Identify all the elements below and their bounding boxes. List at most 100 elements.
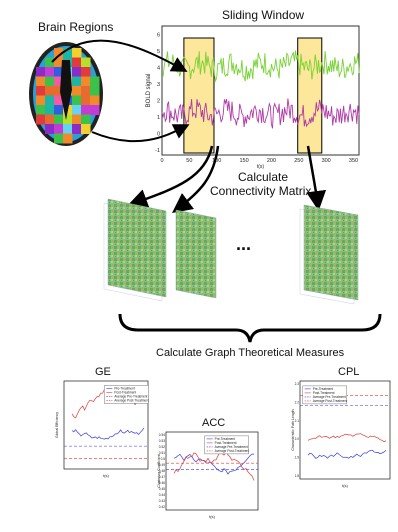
brain-region-patch — [81, 76, 91, 87]
panel-ytick: 0.51 — [159, 451, 165, 455]
legend-entry: Pre-Treatment — [215, 437, 236, 441]
bold-xtick: 300 — [322, 158, 331, 164]
brain-region-patch — [36, 86, 46, 96]
brain-region-patch — [54, 114, 64, 125]
brain-region-patch — [72, 67, 82, 77]
connectivity-matrix-2 — [175, 209, 217, 299]
bold-ytick: 6 — [157, 32, 160, 38]
brain-region-patch — [54, 95, 64, 106]
legend-box — [302, 385, 347, 405]
cpl-title: CPL — [338, 366, 360, 378]
panel-ytick: 0.52 — [159, 445, 165, 449]
brain-region-patch — [81, 124, 91, 134]
brain-region-patch — [72, 95, 82, 106]
panel-ytick: 2.0 — [295, 437, 300, 441]
legend-entry: Average Pre-Treatment — [114, 394, 147, 398]
brain-region-patch — [54, 48, 64, 58]
sliding-window-label: Sliding Window — [222, 8, 305, 22]
legend-entry: Pre-Treatment — [313, 387, 334, 391]
brain-region-patch — [72, 105, 82, 115]
brain-to-signal-arrow-bottom — [91, 124, 190, 143]
brain-region-patch — [63, 133, 73, 144]
connectivity-matrix-1 — [103, 198, 167, 302]
brain-region-patch — [36, 95, 46, 106]
panel-xlabel: t(s) — [209, 514, 215, 519]
brain-region-patch — [54, 76, 64, 87]
legend-entry: Post-Treatment — [114, 390, 136, 394]
measure-series-line — [71, 427, 145, 440]
brain-region-patch — [72, 57, 82, 68]
brain-region-patch — [54, 133, 64, 144]
brain-region-patch — [45, 57, 55, 68]
bold-ytick: 3 — [157, 82, 160, 88]
panel-ytick: 0.45 — [159, 487, 165, 491]
calc-graph-measures-label: Calculate Graph Theoretical Measures — [156, 347, 345, 359]
brain-region-patch — [54, 67, 64, 77]
brain-region-patch — [72, 114, 82, 125]
bold-ylabel: BOLD signal — [146, 74, 152, 108]
brain-region-patch — [90, 105, 100, 115]
brain-region-patch — [63, 124, 73, 134]
ge-title: GE — [95, 366, 111, 378]
brain-to-signal-arrow-top — [51, 39, 188, 72]
ellipsis-label: ... — [236, 234, 252, 254]
measure-series-line — [173, 451, 255, 481]
bold-xtick: 250 — [294, 158, 303, 164]
brain-region-patch — [54, 105, 64, 115]
bold-xtick: 50 — [186, 158, 192, 164]
brain-region-patch — [45, 86, 55, 96]
panel-ylabel: Clustering Coefficient — [157, 454, 161, 487]
bold-ytick: 0 — [157, 132, 160, 138]
legend-entry: Average Post-Treatment — [114, 398, 149, 402]
bold-xtick: 350 — [349, 158, 358, 164]
bold-ytick: 5 — [157, 49, 160, 55]
measure-series-line — [307, 433, 387, 443]
bold-xtick: 0 — [160, 158, 163, 164]
brain-region-patch — [72, 48, 82, 58]
panel-ytick: 0.54 — [159, 433, 165, 437]
brain-region-patch — [72, 76, 82, 87]
measure-series-line — [307, 449, 387, 459]
brain-region-patch — [90, 76, 100, 87]
bold-ytick: 1 — [157, 115, 160, 121]
brain-region-patch — [45, 67, 55, 77]
brain-region-patch — [54, 124, 64, 134]
panel-ytick: 1.8 — [295, 474, 300, 478]
panel-ytick: 0.46 — [159, 481, 165, 485]
legend-entry: Average Pre-Treatment — [215, 445, 248, 449]
panel-ytick: 2.1 — [295, 419, 300, 423]
brain-region-patch — [54, 57, 64, 68]
legend-entry: Average Post-Treatment — [215, 449, 250, 453]
brain-region-patch — [81, 105, 91, 115]
measure-series-line — [173, 453, 254, 475]
bold-xtick: 100 — [212, 158, 221, 164]
graph-measures-brace — [118, 313, 382, 343]
panel-ytick: 2.3 — [295, 382, 300, 386]
calc-connectivity-label-line1: Calculate — [238, 170, 289, 184]
panel-ytick: 0.42 — [159, 505, 165, 509]
panel-xlabel: t(s) — [342, 483, 348, 488]
bold-ytick: -1 — [155, 148, 160, 154]
legend-entry: Post-Treatment — [313, 391, 335, 395]
brain-region-patch — [45, 105, 55, 115]
legend-box — [204, 435, 249, 455]
bold-xlabel: t(s) — [257, 164, 265, 170]
calc-connectivity-label-line2: Connectivity Matrix — [210, 184, 312, 198]
brain-region-patch — [45, 124, 55, 134]
brain-region-patch — [36, 105, 46, 115]
bold-ytick: 4 — [157, 65, 160, 71]
brain-region-patch — [54, 86, 64, 96]
brain-region-patch — [45, 95, 55, 106]
panel-ytick: 1.9 — [295, 456, 300, 460]
legend-entry: Average Pre-Treatment — [313, 395, 346, 399]
brain-region-patch — [81, 67, 91, 77]
panel-ytick: 0.43 — [159, 499, 165, 503]
acc-title: ACC — [202, 417, 226, 429]
brain-region-patch — [63, 114, 73, 125]
panel-ytick: 0.48 — [159, 469, 165, 473]
legend-entry: Pre-Treatment — [114, 386, 135, 390]
